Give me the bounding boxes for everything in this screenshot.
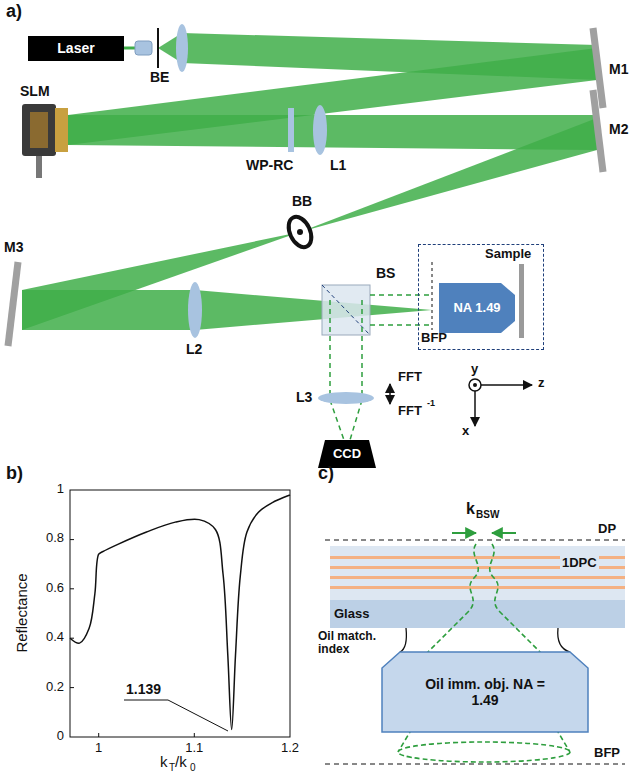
objective-lens: NA 1.49 — [439, 283, 515, 333]
plane-label: DP — [598, 522, 616, 536]
node-text: Laser — [57, 40, 94, 56]
lens — [176, 24, 188, 72]
panel-letter: c) — [318, 464, 334, 484]
bsw-arrows — [452, 532, 516, 534]
subscript: 0 — [190, 762, 196, 773]
laser-output — [124, 47, 135, 50]
part-label: M1 — [609, 62, 628, 77]
superscript: -1 — [427, 399, 435, 409]
node-text: NA 1.49 — [453, 301, 500, 316]
tick-label: 1.1 — [185, 741, 203, 755]
transform-label: FFT — [398, 404, 422, 418]
fiber-coupler — [135, 41, 152, 55]
laser-box: Laser — [28, 36, 124, 61]
axis-title: Reflectance — [14, 573, 31, 652]
beam-block — [284, 213, 316, 250]
tick-label: 1.2 — [281, 741, 299, 755]
bfp-plane — [325, 764, 625, 765]
tick-label: 0.2 — [46, 680, 64, 694]
objective-lens: Oil imm. obj. NA = 1.49 — [382, 652, 588, 732]
layer-label: Glass — [334, 607, 369, 621]
value-callout: 1.139 — [126, 682, 161, 697]
plane-label: BFP — [594, 746, 620, 760]
leader-line — [124, 700, 228, 731]
part-label: SLM — [20, 84, 50, 99]
node-text: Sample — [485, 247, 531, 262]
panel-letter: b) — [6, 464, 23, 484]
mirror — [8, 262, 18, 346]
tick-label: 1 — [95, 741, 102, 755]
part-label: L2 — [186, 342, 202, 357]
layer-label: 1DPC — [560, 556, 599, 570]
mirror — [593, 90, 603, 172]
beam-expander-pinhole — [157, 28, 159, 68]
switch-arrow — [389, 384, 391, 404]
axis-name: x — [462, 424, 469, 438]
axis-title: k — [160, 754, 168, 771]
part-label: L1 — [330, 158, 346, 173]
tick-label: 0.4 — [46, 630, 64, 644]
node-text: Oil imm. obj. NA = 1.49 — [410, 676, 560, 708]
panel-letter: a) — [6, 2, 22, 22]
objective-group: SampleBFP NA 1.49 — [418, 244, 544, 350]
node-text: BFP — [421, 331, 447, 346]
sample-plate — [519, 264, 524, 338]
part-label: M2 — [609, 122, 628, 137]
lens — [313, 105, 327, 155]
lens — [318, 392, 374, 404]
axis-title: /k — [175, 754, 187, 771]
bfp-plane — [432, 262, 433, 330]
part-label: WP-RC — [246, 158, 293, 173]
photonic-crystal — [330, 546, 625, 628]
lens — [188, 282, 202, 338]
part-label: L3 — [296, 390, 312, 405]
part-label: M3 — [4, 240, 23, 255]
waveplate — [288, 108, 294, 152]
part-label: BB — [292, 194, 312, 209]
reflectance-curve — [70, 495, 290, 730]
wavevector-label: k — [466, 500, 475, 518]
axis-name: z — [538, 376, 545, 390]
part-label: BE — [150, 70, 169, 85]
plot-frame — [70, 490, 290, 737]
node-text: CCD — [333, 447, 361, 462]
tick-label: 0.6 — [46, 581, 64, 595]
beam-splitter — [322, 285, 370, 335]
subscript: T — [169, 762, 175, 773]
oil-contour — [400, 628, 570, 652]
axes-icon — [469, 379, 532, 426]
medium-label: Oil match. index — [318, 630, 390, 656]
laser-beam — [22, 33, 597, 330]
tick-label: 0.8 — [46, 531, 64, 545]
tick-label: 1 — [57, 482, 64, 496]
detection-plane — [325, 540, 625, 541]
axis-name: y — [471, 362, 478, 376]
slm — [22, 104, 68, 178]
part-label: BS — [376, 266, 395, 281]
subscript: BSW — [476, 509, 499, 520]
tick-label: 0 — [57, 729, 64, 743]
return-beam — [330, 295, 432, 440]
transform-label: FFT — [398, 370, 422, 384]
